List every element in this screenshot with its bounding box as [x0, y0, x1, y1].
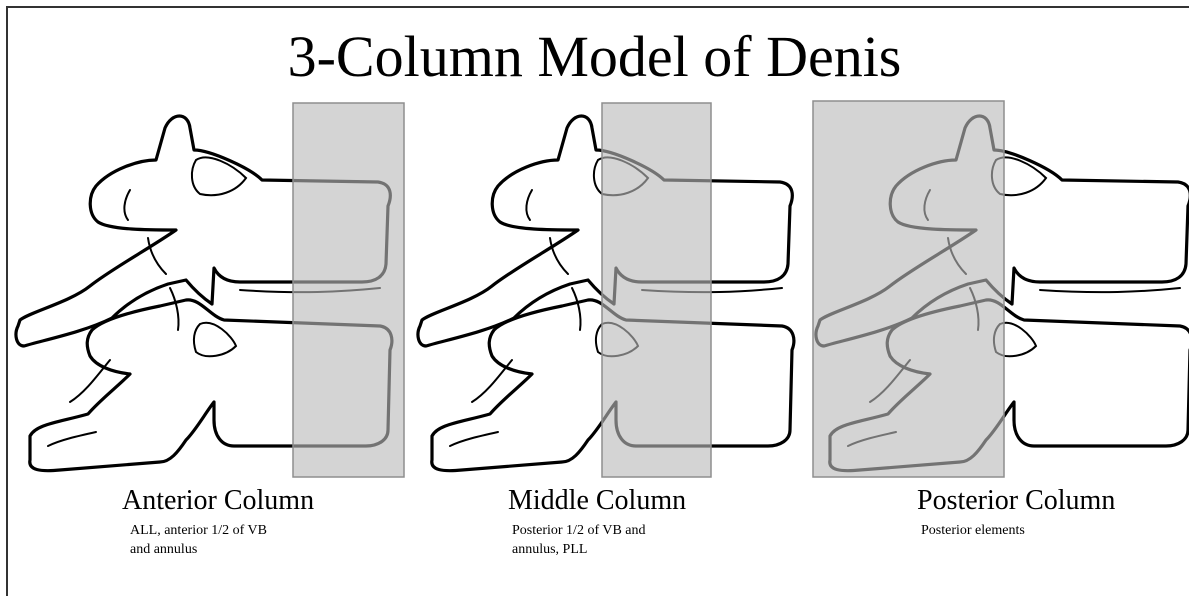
diagram-frame — [6, 6, 1189, 596]
middle-column-highlight — [601, 102, 712, 478]
posterior-column-label: Posterior Column — [917, 485, 1116, 516]
middle-column-description-line: Posterior 1/2 of VB and — [512, 523, 646, 538]
diagram-title: 3-Column Model of Denis — [287, 24, 902, 89]
posterior-column-description-line: Posterior elements — [921, 523, 1025, 538]
middle-column-label: Middle Column — [508, 485, 687, 516]
anterior-column-description: ALL, anterior 1/2 of VB and annulus — [130, 521, 267, 559]
middle-column-description: Posterior 1/2 of VB and annulus, PLL — [512, 521, 646, 559]
middle-column-description-line: annulus, PLL — [512, 542, 588, 557]
anterior-column-description-line: ALL, anterior 1/2 of VB — [130, 523, 267, 538]
anterior-column-label: Anterior Column — [122, 485, 315, 516]
posterior-column-description: Posterior elements — [921, 521, 1025, 540]
posterior-column-highlight — [812, 100, 1005, 478]
anterior-column-description-line: and annulus — [130, 542, 198, 557]
anterior-column-highlight — [292, 102, 405, 478]
